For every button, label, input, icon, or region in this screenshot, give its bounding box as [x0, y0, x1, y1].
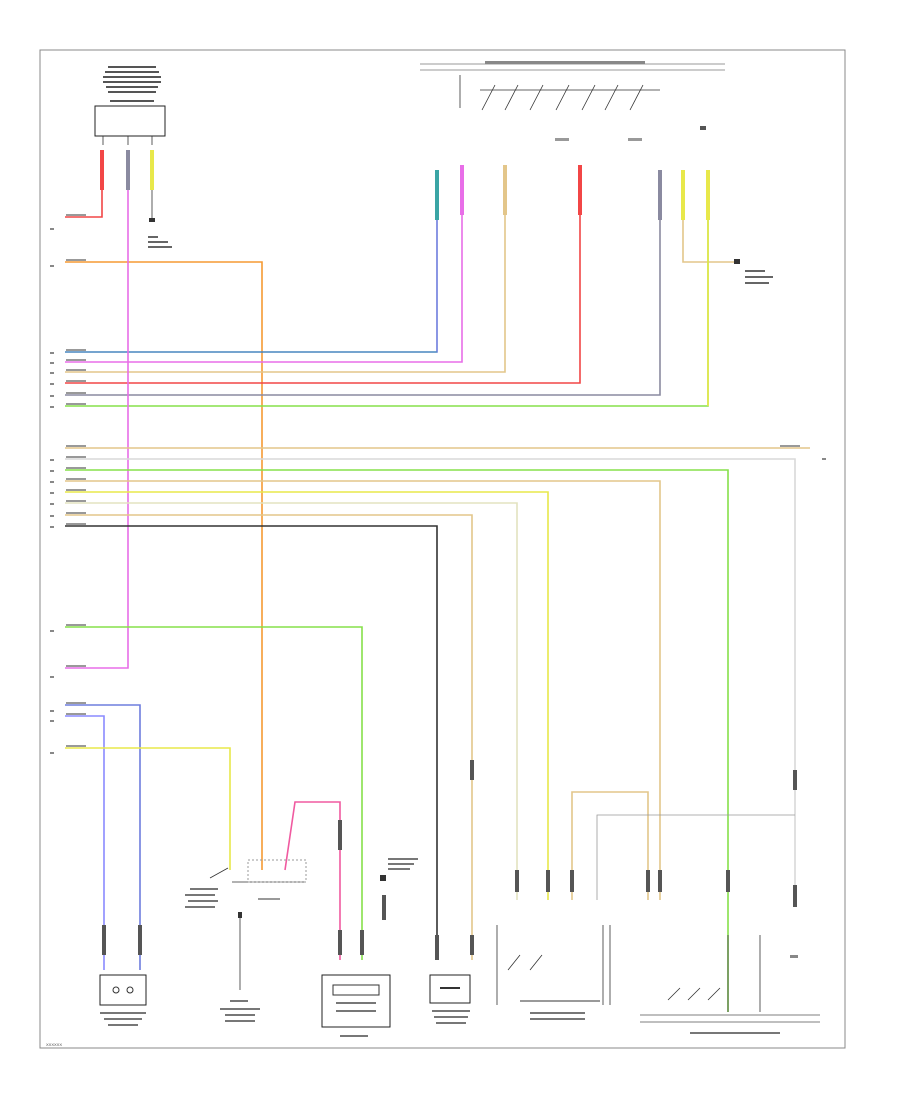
- wire-yellow: [65, 747, 231, 870]
- wire-pink: [284, 801, 341, 960]
- top-right-connector-pins: [435, 165, 710, 220]
- top-left-connector-pins: [100, 150, 154, 190]
- wire-bundle-upper: [65, 190, 709, 870]
- wire-tan: [571, 791, 649, 900]
- connector-markers: [102, 760, 797, 960]
- bottom-left-module: [99, 974, 147, 1026]
- wire-green: [65, 626, 363, 960]
- bottom-center-module: [321, 974, 391, 1037]
- wire-blue-pair: [65, 704, 141, 970]
- wire-color-labels: [66, 214, 800, 747]
- wire-magenta: [65, 190, 129, 669]
- connector-icon: [380, 858, 418, 881]
- pin-number-marks: [50, 228, 826, 754]
- diagram-border: [39, 49, 846, 1049]
- right-switch-cluster: [640, 935, 820, 1034]
- wire-bundle-lower: [65, 447, 810, 1012]
- top-left-module: [94, 66, 166, 145]
- wire-gray: [596, 814, 795, 900]
- sensor-module: [429, 974, 471, 1024]
- ground-icon: [682, 220, 773, 284]
- top-right-module: [420, 61, 725, 141]
- footer-code: XXXXXX: [46, 1042, 62, 1047]
- switch-bank: [496, 925, 611, 1020]
- switch-assembly: [185, 859, 307, 1022]
- ground-icon: [148, 190, 172, 248]
